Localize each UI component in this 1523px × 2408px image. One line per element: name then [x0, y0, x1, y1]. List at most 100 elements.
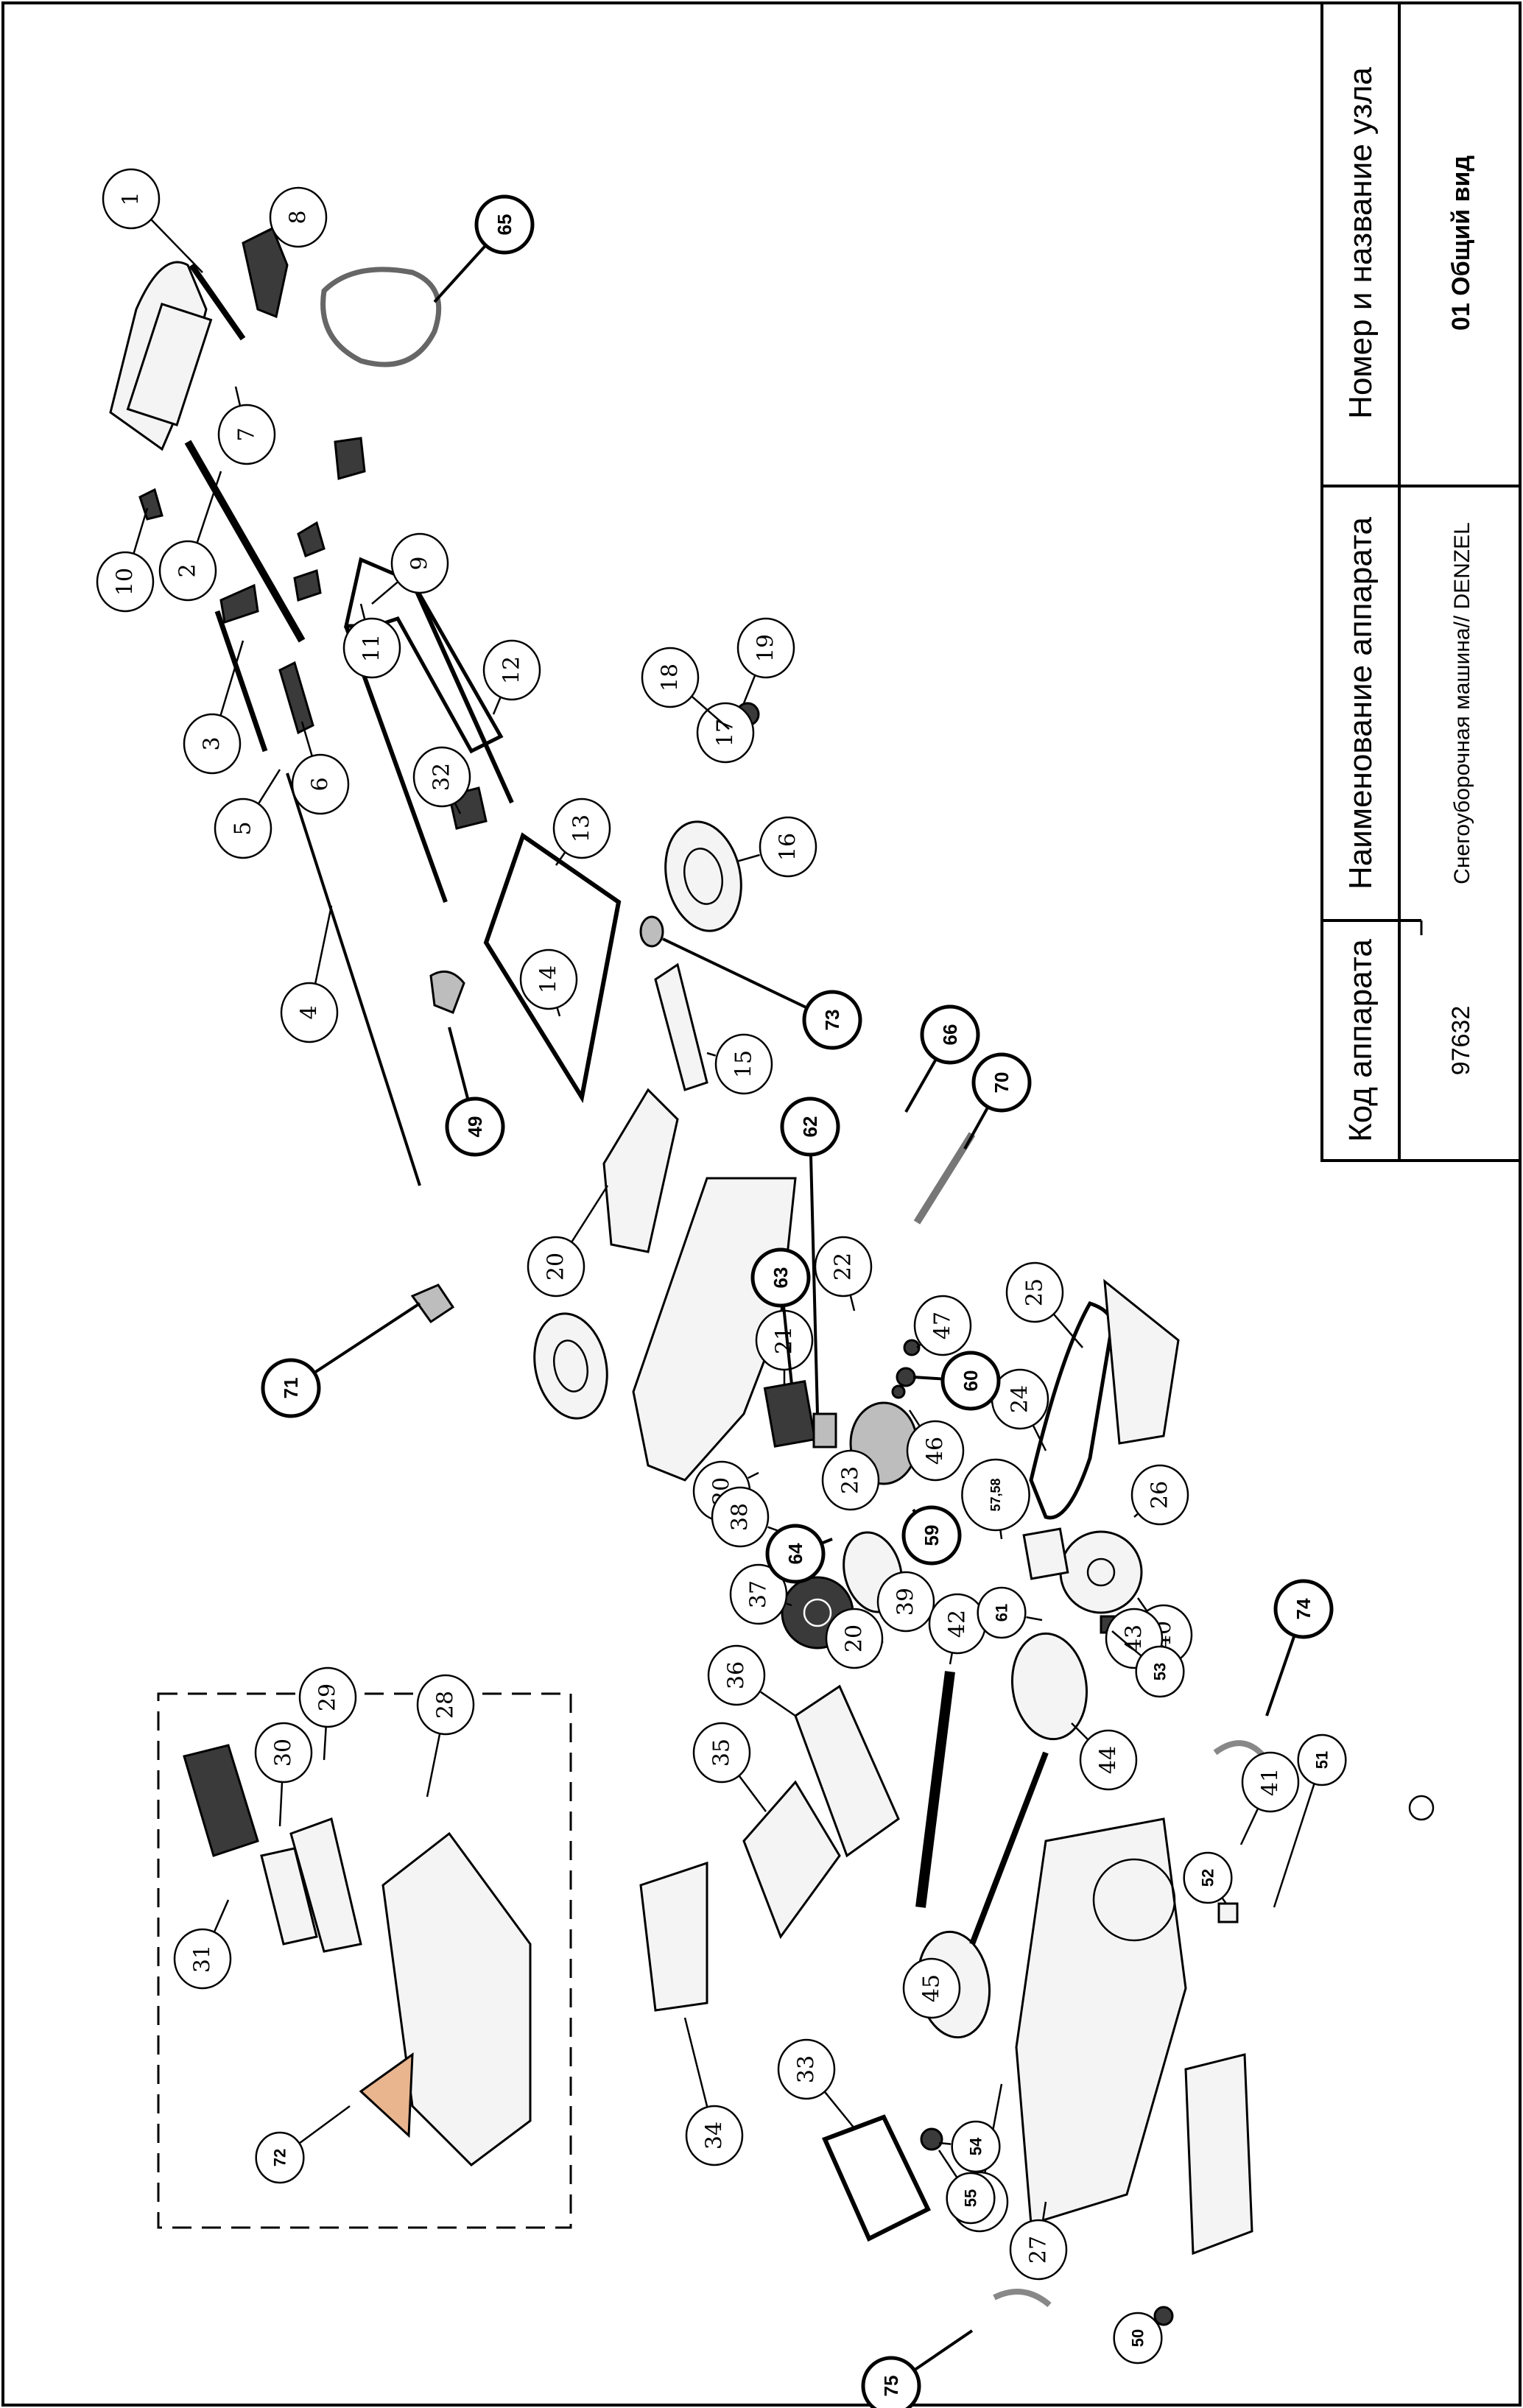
callout-bubble	[876, 1571, 935, 1633]
handle-tube-1	[189, 263, 246, 341]
callout-37: 37	[729, 1563, 792, 1625]
wheel-hub-left	[553, 1339, 588, 1393]
auger-circle	[1092, 1858, 1176, 1942]
callout-leader	[963, 1107, 989, 1150]
callout-74: 74	[1265, 1579, 1334, 1717]
callout-label: 60	[960, 1370, 982, 1392]
knob-part-f	[293, 569, 322, 602]
callout-leader	[359, 603, 366, 620]
callout-leader	[1136, 1597, 1148, 1611]
callout-34: 34	[683, 2017, 744, 2166]
callout-bubble	[158, 540, 217, 602]
wedge-part	[359, 2052, 414, 2138]
callout-bubble	[1183, 1851, 1233, 1904]
callout-leader	[1053, 1314, 1083, 1348]
callout-47: 47	[913, 1295, 972, 1356]
callout-44: 44	[1071, 1722, 1138, 1791]
callout-label: 54	[967, 2137, 985, 2155]
callout-label: 18	[658, 663, 683, 691]
callout-33: 33	[777, 2038, 855, 2129]
callout-5: 5	[214, 769, 281, 859]
title-unit-header: Номер и название узла	[1343, 67, 1379, 419]
callout-61: 61	[977, 1586, 1043, 1639]
belt-part	[1029, 1300, 1114, 1520]
blank-circle	[1408, 1795, 1435, 1821]
callout-73: 73	[662, 937, 862, 1050]
callout-leader	[1111, 1630, 1142, 1656]
callout-leader	[908, 1409, 921, 1426]
body-kit-dashed-frame	[157, 1692, 572, 2229]
callout-6: 6	[291, 721, 350, 815]
title-device-header: Наименование аппарата	[1343, 517, 1379, 890]
callout-bubble	[445, 1096, 505, 1157]
belt-cover-part	[1103, 1278, 1180, 1445]
callout-bubble	[750, 1247, 811, 1308]
callout-label: 9	[407, 556, 433, 570]
callout-leader	[1032, 1425, 1047, 1451]
callout-label: 7	[234, 427, 260, 441]
callout-label: 59	[921, 1525, 943, 1546]
nut-part-b	[1153, 2306, 1174, 2326]
callout-label: 46	[923, 1437, 949, 1465]
callout-label: 10	[113, 568, 138, 596]
control-box-part	[126, 302, 213, 427]
callout-leader	[739, 1775, 767, 1812]
callout-leader	[809, 1155, 819, 1415]
callout-label: 64	[784, 1543, 806, 1564]
callout-bubble	[255, 2131, 305, 2184]
callout-bubble	[254, 1722, 313, 1784]
callout-bubble	[1079, 1729, 1138, 1791]
callout-bubble	[951, 2120, 1001, 2173]
callout-28: 28	[416, 1674, 475, 1798]
callout-label: 20	[842, 1624, 868, 1652]
cable-coil-part	[320, 267, 442, 367]
callout-bubble	[552, 798, 611, 859]
callout-label: 2	[175, 563, 201, 577]
callout-leader	[234, 386, 242, 406]
callout-label: 37	[746, 1580, 772, 1608]
callout-label: 39	[893, 1588, 919, 1616]
callout-35: 35	[692, 1722, 767, 1812]
callout-bubble	[269, 186, 328, 248]
lid-part	[289, 1817, 362, 1953]
callout-label: 75	[880, 2376, 902, 2397]
callout-20: 20	[825, 1608, 884, 1669]
callout-bubble	[861, 2356, 921, 2408]
callout-26: 26	[1130, 1464, 1189, 1526]
callout-label: 57,58	[988, 1478, 1003, 1511]
wheel-hub-right	[683, 848, 723, 905]
callout-42: 42	[928, 1593, 987, 1665]
callout-bubble	[1241, 1751, 1300, 1813]
switch-part	[242, 226, 289, 319]
roller-part	[639, 915, 664, 948]
callout-bubble	[696, 702, 755, 764]
callout-leader	[300, 721, 313, 756]
callout-label: 29	[315, 1683, 341, 1711]
callout-bubble	[759, 816, 817, 878]
callout-22: 22	[814, 1236, 873, 1312]
callout-label: 74	[1292, 1598, 1315, 1619]
callout-bubble	[102, 168, 161, 230]
callout-bubble	[519, 948, 578, 1010]
callout-leader	[782, 1306, 793, 1385]
callout-label: 22	[831, 1253, 857, 1281]
callout-leader	[1273, 1783, 1315, 1908]
callout-leader	[1221, 1897, 1228, 1904]
callout-label: 11	[359, 634, 385, 662]
chute-base-part	[794, 1684, 900, 1858]
callout-leader	[1041, 2201, 1047, 2221]
callout-leader	[219, 640, 245, 717]
callout-leader	[824, 2091, 855, 2129]
callout-label: 51	[1313, 1751, 1332, 1769]
callout-label: 36	[724, 1661, 750, 1689]
callout-bubble	[1273, 1579, 1334, 1639]
callout-bubble	[1005, 1261, 1064, 1323]
callout-leader	[914, 2329, 974, 2371]
callout-label: 13	[569, 814, 595, 842]
callout-bubble	[920, 1004, 980, 1065]
callout-leader	[555, 852, 566, 866]
auger-housing-part	[1015, 1817, 1187, 2225]
callout-label: 15	[731, 1050, 757, 1078]
